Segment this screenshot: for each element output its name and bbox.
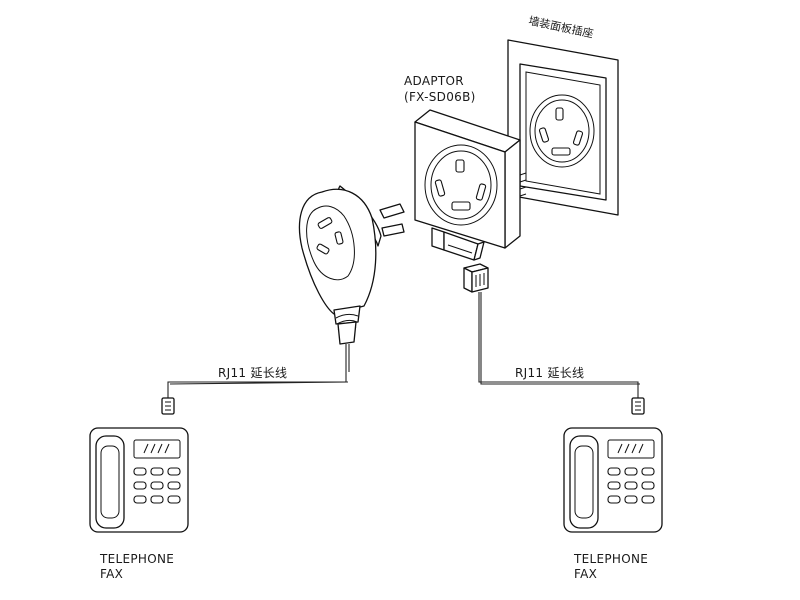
wall-panel-socket: [507, 39, 619, 216]
right-cord-label: RJ11 延长线: [515, 366, 584, 380]
phone-display-right: [607, 439, 655, 459]
wall-socket-left-pin-hole-icon: [538, 127, 550, 143]
telephone-fax-right-icon: [563, 427, 663, 533]
left-device-label-line2: FAX: [100, 567, 123, 581]
plug-prong-top-icon: [379, 203, 405, 219]
wall-socket-label: 墙装面板插座: [527, 13, 594, 40]
right-device-label-line1: TELEPHONE: [573, 552, 648, 566]
phone-display-left: [133, 439, 181, 459]
plug-face-bottom-hole-icon: [316, 243, 330, 255]
power-plug: [298, 185, 405, 345]
left-rj11-extension-cord: [167, 372, 347, 398]
left-device-label-line1: TELEPHONE: [99, 552, 174, 566]
wall-socket-right-pin-hole-icon: [572, 130, 584, 146]
handset-left-icon: [95, 435, 125, 529]
handset-right-icon: [569, 435, 599, 529]
rj11-plug-right-icon: [631, 397, 645, 415]
wall-socket-bottom-hole-icon: [551, 147, 571, 156]
adaptor-socket-bottom-hole-icon: [451, 201, 471, 211]
plug-prong-bottom-icon: [381, 223, 405, 237]
adaptor-socket-right-hole-icon: [475, 183, 487, 201]
telephone-fax-left-icon: [89, 427, 189, 533]
rj11-jack-upper: [463, 263, 489, 293]
adaptor-unit: [414, 109, 527, 261]
wall-socket-earth-pin-hole-icon: [555, 107, 564, 121]
right-device-label-line2: FAX: [574, 567, 597, 581]
adaptor-model-label: (FX-SD06B): [404, 90, 476, 104]
keypad-left: [133, 467, 181, 504]
left-cord-label: RJ11 延长线: [218, 366, 287, 380]
adaptor-socket-left-hole-icon: [434, 179, 446, 197]
right-rj11-extension-cord: [478, 292, 639, 398]
plug-face-top-hole-icon: [317, 217, 333, 229]
plug-face-right-hole-icon: [334, 231, 344, 245]
keypad-right: [607, 467, 655, 504]
adaptor-socket-top-hole-icon: [455, 159, 465, 173]
adaptor-label: ADAPTOR: [404, 74, 464, 88]
rj11-plug-left-icon: [161, 397, 175, 415]
